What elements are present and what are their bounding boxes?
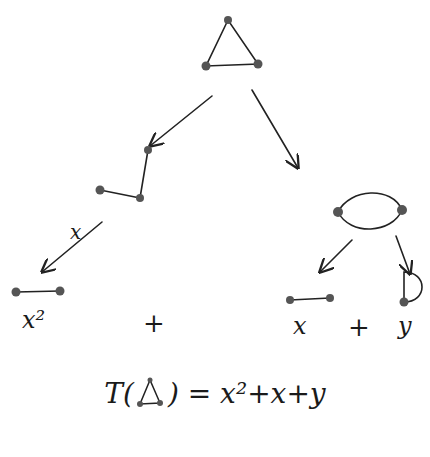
loop-graph — [404, 272, 422, 302]
contraction-arrow — [42, 222, 102, 272]
polynomial-term: x² — [22, 308, 45, 332]
deletion-arrow — [320, 240, 352, 272]
vertex — [397, 205, 407, 215]
plus-sign: + — [348, 314, 370, 340]
path-graph — [100, 150, 148, 198]
edge-graph — [16, 291, 60, 292]
polynomial-term: y — [398, 314, 412, 338]
vertex — [56, 287, 65, 296]
triangle-graph — [206, 20, 258, 66]
arrow-label: x — [70, 222, 81, 242]
vertex — [400, 298, 409, 307]
vertex — [96, 186, 105, 195]
plus-sign: + — [143, 310, 165, 336]
vertex — [224, 16, 232, 24]
vertex — [333, 207, 343, 217]
contraction-arrow — [252, 90, 298, 168]
vertex — [326, 294, 334, 302]
vertex — [144, 146, 152, 154]
multigraph — [338, 193, 402, 229]
vertex — [12, 288, 21, 297]
polynomial-term: x — [293, 314, 307, 338]
vertex — [254, 60, 263, 69]
edge-graph — [290, 298, 330, 300]
deletion-arrow — [150, 96, 212, 146]
vertex — [136, 194, 144, 202]
vertex — [286, 296, 294, 304]
vertex — [202, 62, 211, 71]
formula-part: ) = x²+x+y — [168, 380, 326, 408]
formula-part: T( — [104, 380, 134, 408]
contraction-arrow — [396, 236, 410, 274]
triangle-graph-symbol — [135, 376, 165, 410]
